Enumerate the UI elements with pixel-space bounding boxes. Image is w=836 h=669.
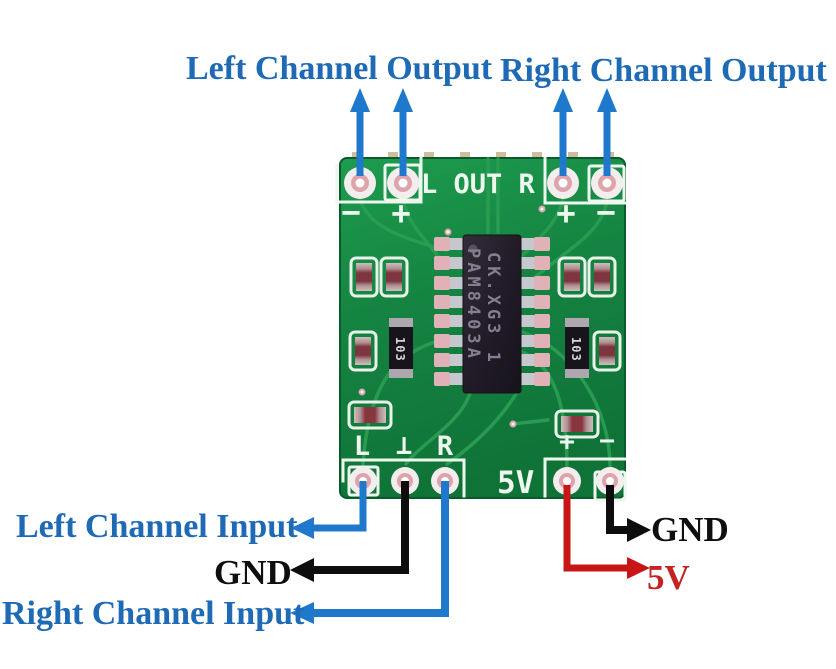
left-input-wire [291,481,367,539]
silk-out-right-plus: + [556,194,575,232]
silk-pwr-plus: + [559,427,575,457]
label-left-channel-input: Left Channel Input [16,508,298,545]
silk-in-left: L [354,431,370,462]
silk-out-left-plus: + [391,194,410,232]
ic-marking-2: CK.XG3 1 [483,252,503,366]
silk-out-left-minus: − [341,193,360,231]
ic-body [462,234,522,394]
ic-pin1-dot [468,244,478,254]
gnd-power-wire [606,485,651,542]
smd-resistor-103-right: 103 [565,318,589,378]
silkscreen-text: L OUT R − + + − L ⊥ R 5V + − [341,169,615,501]
right-output-arrow-2 [597,88,617,176]
label-power-5v: 5V [647,558,690,597]
right-output-arrow-1 [553,88,573,176]
pcb-module: L OUT R − + + − L ⊥ R 5V + − [335,152,628,502]
silk-power: 5V [497,465,534,501]
label-gnd-power: GND [651,510,729,549]
ic-chip: PAM8403A CK.XG3 1 [434,234,550,394]
annotation-wires [290,88,651,624]
label-right-channel-input: Right Channel Input [2,595,305,632]
smd-resistor-103-left: 103 [389,318,413,378]
silk-out-header: L OUT R [421,169,536,200]
right-input-wire [290,481,449,624]
ic-marking-1: PAM8403A [463,248,483,362]
label-right-channel-output: Right Channel Output [500,52,827,89]
gnd-input-wire [290,481,409,582]
label-left-channel-output: Left Channel Output [186,50,493,87]
label-gnd-input: GND [214,553,292,592]
resistor-value: 103 [569,337,583,362]
silk-in-right: R [437,431,454,462]
silk-pwr-minus: − [599,426,615,456]
left-output-arrow-1 [350,88,370,176]
silk-out-right-minus: − [596,193,615,231]
resistor-value: 103 [393,337,407,362]
power-5v-wire [563,485,650,579]
silk-in-gnd: ⊥ [396,430,412,461]
left-output-arrow-2 [393,88,413,176]
